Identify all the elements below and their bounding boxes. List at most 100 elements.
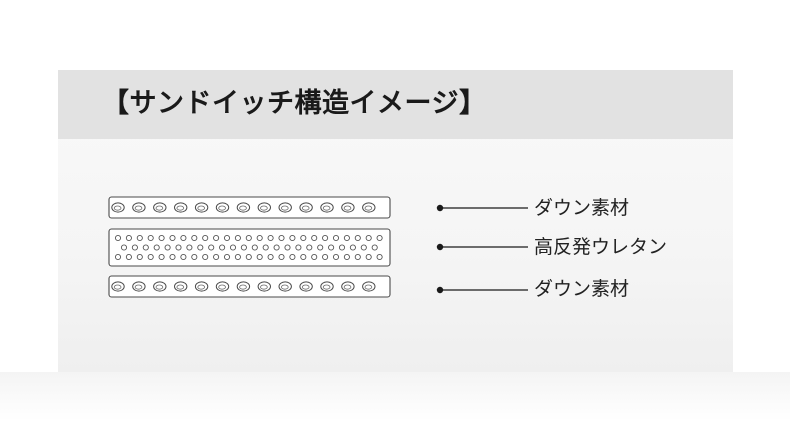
foam-cell bbox=[267, 234, 274, 242]
foam-cell bbox=[332, 234, 340, 242]
foam-cell bbox=[202, 253, 209, 261]
foam-cell bbox=[197, 244, 204, 251]
foam-cell bbox=[114, 234, 122, 242]
layer-diagram bbox=[108, 196, 528, 298]
foam-cell bbox=[365, 234, 372, 242]
foam-cell bbox=[131, 244, 138, 251]
down-feather-inner bbox=[322, 284, 331, 290]
down-feather bbox=[257, 202, 272, 213]
foam-cell bbox=[338, 244, 346, 251]
structure-panel: 【サンドイッチ構造イメージ】 ダウン素材 高反発ウレタン ダウン素材 bbox=[58, 70, 733, 372]
down-feather bbox=[111, 281, 125, 292]
foam-cell bbox=[284, 244, 291, 251]
layer-urethane-middle bbox=[108, 228, 528, 267]
foam-cell bbox=[125, 234, 132, 242]
foam-cell bbox=[371, 244, 378, 251]
label-down-bottom: ダウン素材 bbox=[534, 278, 630, 300]
foam-cell bbox=[343, 234, 350, 242]
foam-cell bbox=[245, 253, 252, 261]
down-feather bbox=[132, 202, 146, 213]
down-feather-inner bbox=[197, 205, 206, 211]
down-feather bbox=[174, 202, 188, 213]
foam-cell bbox=[180, 253, 187, 261]
foam-cell bbox=[186, 244, 193, 251]
down-feather-inner bbox=[281, 284, 289, 290]
down-feather-inner bbox=[134, 284, 143, 290]
foam-cell bbox=[223, 234, 231, 242]
foam-cell bbox=[234, 234, 241, 242]
label-urethane: 高反発ウレタン bbox=[534, 236, 668, 258]
down-feather bbox=[111, 202, 125, 213]
down-feather bbox=[174, 281, 188, 292]
foam-cell bbox=[289, 234, 296, 242]
down-feather bbox=[132, 281, 146, 292]
down-feather-inner bbox=[301, 284, 310, 290]
down-feather-inner bbox=[281, 205, 289, 211]
down-feather-inner bbox=[364, 284, 373, 290]
foam-cell bbox=[300, 253, 307, 261]
down-feather bbox=[215, 202, 230, 213]
foam-cell bbox=[202, 234, 209, 242]
foam-cell bbox=[240, 244, 247, 251]
foam-cell bbox=[245, 234, 252, 242]
foam-cell bbox=[360, 244, 367, 251]
foam-cell bbox=[120, 244, 128, 251]
foam-cell bbox=[191, 234, 198, 242]
foam-cell bbox=[153, 244, 160, 251]
down-feather bbox=[341, 202, 355, 213]
down-feather bbox=[299, 281, 313, 292]
down-feather bbox=[215, 281, 230, 292]
down-feather-inner bbox=[218, 205, 226, 211]
down-feather bbox=[194, 202, 209, 213]
foam-cell bbox=[322, 234, 329, 242]
foam-cell bbox=[273, 244, 280, 251]
down-feather-inner bbox=[239, 205, 247, 211]
foam-cell bbox=[376, 253, 383, 261]
down-feather bbox=[341, 281, 355, 292]
foam-cell bbox=[169, 234, 176, 242]
bottom-fade bbox=[0, 372, 790, 421]
down-feather-inner bbox=[239, 284, 247, 290]
down-feather-inner bbox=[260, 284, 268, 290]
foam-cell bbox=[295, 244, 302, 251]
layer-bar bbox=[108, 228, 391, 267]
foam-cell bbox=[213, 234, 220, 242]
down-feather-inner bbox=[260, 205, 268, 211]
down-feather bbox=[153, 202, 167, 213]
down-feather-inner bbox=[322, 205, 331, 211]
down-feather bbox=[257, 281, 272, 292]
foam-cell bbox=[256, 253, 263, 261]
down-feather-inner bbox=[343, 205, 352, 211]
layer-down-bottom bbox=[108, 275, 528, 298]
foam-cell bbox=[251, 244, 258, 251]
foam-cell bbox=[267, 253, 274, 261]
down-feather bbox=[362, 202, 376, 213]
foam-cell bbox=[262, 244, 269, 251]
foam-cell bbox=[328, 244, 335, 251]
foam-cell bbox=[223, 253, 231, 261]
foam-cell bbox=[180, 234, 187, 242]
foam-cell bbox=[306, 244, 313, 251]
foam-cell bbox=[354, 253, 361, 261]
down-feather bbox=[362, 281, 376, 292]
down-feather-inner bbox=[197, 284, 206, 290]
foam-cell bbox=[164, 244, 171, 251]
down-feather-inner bbox=[176, 284, 185, 290]
down-feather-inner bbox=[155, 284, 164, 290]
down-feather-inner bbox=[155, 205, 164, 211]
foam-cell bbox=[322, 253, 329, 261]
down-feather bbox=[236, 281, 251, 292]
foam-cell bbox=[147, 234, 154, 242]
foam-cell bbox=[125, 253, 132, 261]
foam-cell bbox=[234, 253, 241, 261]
label-down-top: ダウン素材 bbox=[534, 197, 630, 219]
foam-cell bbox=[136, 234, 143, 242]
foam-cell bbox=[229, 244, 237, 251]
foam-cell bbox=[349, 244, 356, 251]
down-feather-inner bbox=[364, 205, 373, 211]
foam-cell bbox=[114, 253, 122, 261]
down-feather-inner bbox=[301, 205, 310, 211]
layer-down-top bbox=[108, 196, 528, 219]
foam-cell bbox=[311, 253, 318, 261]
foam-cell bbox=[289, 253, 296, 261]
